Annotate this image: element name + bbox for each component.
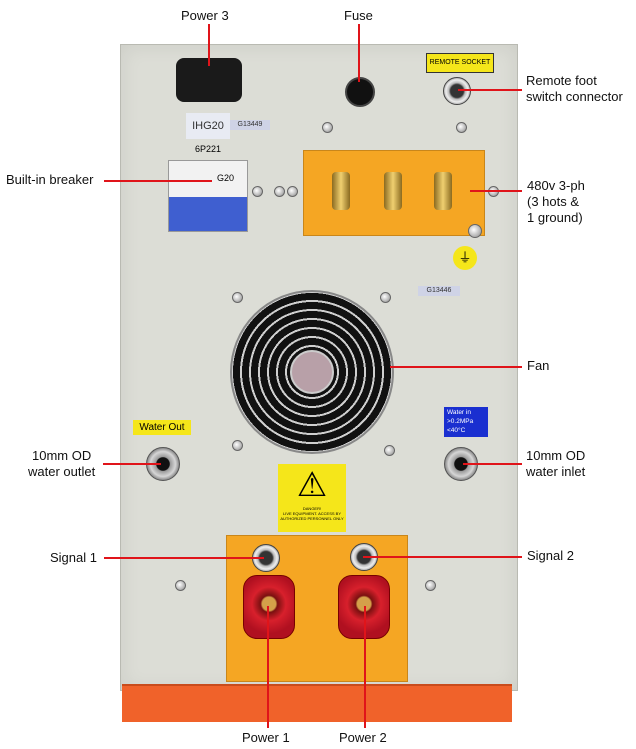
model-tag: IHG20 [186, 113, 230, 139]
danger-text: AUTHORIZED PERSONNEL ONLY [280, 516, 344, 521]
screw [425, 580, 436, 591]
label-built-in-breaker: Built-in breaker [6, 172, 94, 187]
label-line: Remote foot [526, 73, 597, 88]
label-power-3: Power 3 [181, 8, 229, 23]
high-voltage-warning-icon: ⚠ [296, 466, 328, 504]
label-fuse: Fuse [344, 8, 373, 23]
label-remote-foot-switch: Remote foot switch connector [526, 73, 623, 105]
ground-symbol-icon: ⏚ [453, 246, 477, 270]
screw [274, 186, 285, 197]
callout-line [358, 24, 360, 82]
danger-text: LIVE EQUIPMENT. ACCESS BY [282, 511, 342, 516]
water-out-tag: Water Out [133, 420, 191, 435]
callout-line [364, 606, 366, 728]
signal-1-connector [252, 544, 280, 572]
screw [287, 186, 298, 197]
label-line: 10mm OD [31, 448, 92, 463]
callout-line [104, 180, 212, 182]
label-fan: Fan [527, 358, 550, 373]
phase-terminal [384, 172, 402, 210]
screw [252, 186, 263, 197]
phase-terminal [332, 172, 350, 210]
callout-line [363, 556, 522, 558]
phase-terminal [434, 172, 452, 210]
label-water-outlet: 10mm OD water outlet [28, 448, 95, 480]
label-water-inlet: 10mm OD water inlet [526, 448, 585, 480]
label-signal-2: Signal 2 [527, 548, 574, 563]
danger-text: DANGER! [302, 506, 322, 511]
water-in-tag: Water in >0.2MPa <40°C [444, 407, 488, 437]
screw [232, 440, 243, 451]
label-line: switch connector [526, 89, 623, 104]
screw [322, 122, 333, 133]
callout-line [463, 463, 522, 465]
breaker-rating: G20 [217, 173, 235, 183]
screw [380, 292, 391, 303]
label-power-2: Power 2 [339, 730, 387, 745]
power-1-terminal [243, 575, 295, 639]
label-line: 10mm OD [526, 448, 586, 463]
label-line: 1 ground) [527, 210, 583, 225]
label-line: water outlet [28, 464, 96, 479]
label-line: water inlet [526, 464, 586, 479]
label-line: 480v 3-ph [527, 178, 585, 193]
remote-socket-tag: REMOTE SOCKET [426, 53, 494, 73]
screw [232, 292, 243, 303]
water-in-line: <40°C [447, 427, 466, 434]
label-power-1: Power 1 [242, 730, 290, 745]
serial-tag-mid: G13446 [418, 286, 460, 296]
label-480v-3ph: 480v 3-ph (3 hots & 1 ground) [527, 178, 585, 226]
water-in-line: Water in [447, 409, 471, 416]
remote-connector [443, 77, 471, 105]
callout-line [103, 463, 161, 465]
callout-line [208, 24, 210, 66]
callout-line [470, 190, 522, 192]
part-number: 6P221 [195, 144, 222, 154]
screw [456, 122, 467, 133]
screw [175, 580, 186, 591]
device-base [122, 684, 512, 722]
serial-tag-top: G13449 [230, 120, 270, 130]
callout-line [267, 606, 269, 728]
circuit-breaker: G20 [168, 160, 248, 232]
callout-line [104, 557, 264, 559]
label-line: (3 hots & [527, 194, 580, 209]
danger-label: ⚠ DANGER! LIVE EQUIPMENT. ACCESS BY AUTH… [278, 464, 346, 532]
callout-line [390, 366, 522, 368]
fan-hub [290, 350, 334, 394]
screw [384, 445, 395, 456]
breaker-switches [169, 197, 247, 231]
callout-line [458, 89, 522, 91]
water-in-line: >0.2MPa [447, 418, 474, 425]
fuse-holder [345, 77, 375, 107]
ground-terminal [468, 224, 482, 238]
label-signal-1: Signal 1 [50, 550, 97, 565]
